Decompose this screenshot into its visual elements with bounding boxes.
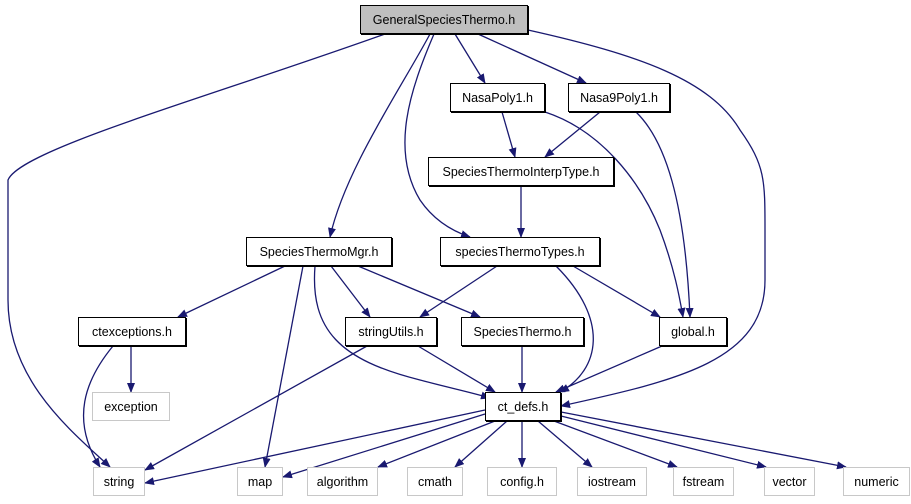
node-label: numeric [854, 474, 899, 489]
edge-ct_defs-to-algorithm [377, 420, 496, 468]
node-numeric: numeric [843, 467, 910, 496]
node-label: algorithm [316, 474, 369, 489]
edge-SpeciesThermoMgr-to-ctexceptions [177, 265, 286, 318]
edge-Nasa9Poly1-to-SpeciesThermoInterpType [544, 111, 601, 158]
edge-SpeciesThermoMgr-to-map [262, 265, 304, 468]
node-label: map [247, 474, 273, 489]
node-label: SpeciesThermoMgr.h [259, 244, 379, 259]
node-iostream: iostream [577, 467, 647, 496]
edge-speciesThermoTypes-to-ct_defs [555, 265, 594, 393]
edge-GeneralSpeciesThermo-to-speciesThermoTypes [404, 33, 471, 238]
node-label: Nasa9Poly1.h [580, 90, 658, 105]
node-label: NasaPoly1.h [462, 90, 533, 105]
node-label: stringUtils.h [358, 324, 424, 339]
node-label: global.h [671, 324, 715, 339]
edge-stringUtils-to-ct_defs [417, 345, 496, 393]
node-label: fstream [682, 474, 725, 489]
node-fstream: fstream [673, 467, 734, 496]
node-SpeciesThermoMgr[interactable]: SpeciesThermoMgr.h [246, 237, 392, 266]
edge-GeneralSpeciesThermo-to-ct_defs [527, 29, 766, 408]
node-Nasa9Poly1[interactable]: Nasa9Poly1.h [568, 83, 670, 112]
node-vector: vector [764, 467, 815, 496]
edge-GeneralSpeciesThermo-to-NasaPoly1 [454, 33, 486, 84]
edge-SpeciesThermoMgr-to-ct_defs [313, 265, 491, 400]
edge-SpeciesThermoMgr-to-stringUtils [330, 265, 371, 318]
edge-ct_defs-to-vector [560, 415, 767, 469]
edge-ctexceptions-to-string [82, 345, 114, 468]
node-label: SpeciesThermoInterpType.h [442, 164, 600, 179]
node-SpeciesThermo[interactable]: SpeciesThermo.h [461, 317, 584, 346]
node-ctexceptions[interactable]: ctexceptions.h [78, 317, 186, 346]
edge-ct_defs-to-fstream [553, 420, 678, 468]
node-GeneralSpeciesThermo[interactable]: GeneralSpeciesThermo.h [360, 5, 528, 34]
edge-GeneralSpeciesThermo-to-SpeciesThermoMgr [328, 33, 431, 238]
node-cmath: cmath [407, 467, 463, 496]
edge-stringUtils-to-string [144, 345, 368, 471]
node-speciesThermoTypes[interactable]: speciesThermoTypes.h [440, 237, 600, 266]
node-label: cmath [417, 474, 453, 489]
edge-speciesThermoTypes-to-stringUtils [419, 265, 498, 318]
node-SpeciesThermoInterpType[interactable]: SpeciesThermoInterpType.h [428, 157, 614, 186]
node-ct_defs[interactable]: ct_defs.h [485, 392, 561, 421]
edge-ct_defs-to-numeric [560, 411, 847, 470]
node-label: exception [104, 399, 158, 414]
edge-ct_defs-to-iostream [537, 420, 593, 468]
node-label: vector [772, 474, 807, 489]
edge-GeneralSpeciesThermo-to-string [7, 33, 386, 468]
node-algorithm: algorithm [307, 467, 378, 496]
node-label: iostream [588, 474, 636, 489]
edge-SpeciesThermoMgr-to-SpeciesThermo [357, 265, 481, 318]
node-label: speciesThermoTypes.h [455, 244, 585, 259]
node-label: GeneralSpeciesThermo.h [372, 12, 516, 27]
node-label: SpeciesThermo.h [473, 324, 572, 339]
node-label: string [103, 474, 135, 489]
edge-ct_defs-to-map [282, 413, 486, 479]
node-stringUtils[interactable]: stringUtils.h [345, 317, 437, 346]
node-string: string [93, 467, 145, 496]
edge-NasaPoly1-to-SpeciesThermoInterpType [501, 111, 517, 158]
edge-GeneralSpeciesThermo-to-Nasa9Poly1 [477, 33, 587, 84]
edge-global-to-ct_defs [555, 345, 663, 393]
node-exception: exception [92, 392, 170, 421]
edge-NasaPoly1-to-global [544, 111, 686, 318]
node-NasaPoly1[interactable]: NasaPoly1.h [450, 83, 545, 112]
edge-ct_defs-to-string [144, 409, 486, 486]
node-label: ctexceptions.h [92, 324, 172, 339]
node-global[interactable]: global.h [659, 317, 727, 346]
edge-ct_defs-to-cmath [454, 420, 508, 468]
node-config: config.h [487, 467, 557, 496]
edge-Nasa9Poly1-to-global [635, 111, 694, 318]
edge-speciesThermoTypes-to-global [572, 265, 661, 318]
node-label: ct_defs.h [497, 399, 549, 414]
node-map: map [237, 467, 283, 496]
node-label: config.h [500, 474, 544, 489]
